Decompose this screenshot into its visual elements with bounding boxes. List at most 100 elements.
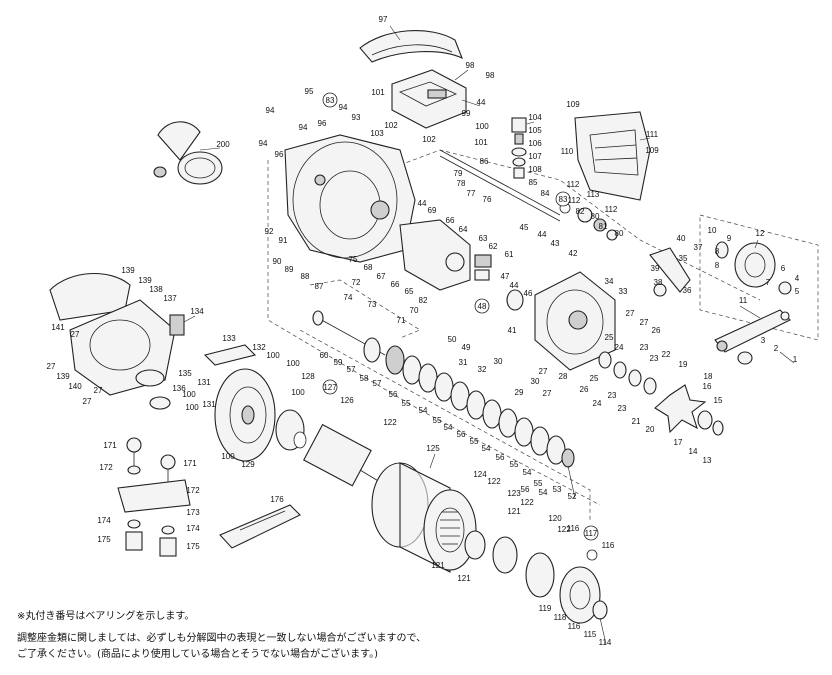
- bearing-marker: [583, 525, 599, 541]
- part-callout-65: 65: [405, 287, 414, 296]
- part-callout-22: 22: [662, 350, 671, 359]
- part-callout-139: 139: [121, 266, 135, 275]
- part-callout-115: 115: [584, 630, 597, 639]
- part-callout-17: 17: [674, 438, 683, 447]
- spool-part-125: [371, 462, 477, 573]
- part-callout-52: 52: [568, 492, 577, 501]
- part-callout-94: 94: [299, 123, 308, 132]
- star-drag-assembly: [598, 351, 724, 436]
- part-callout-96: 96: [318, 119, 327, 128]
- part-callout-3: 3: [761, 336, 766, 345]
- part-callout-66: 66: [391, 280, 400, 289]
- part-callout-46: 46: [524, 289, 533, 298]
- part-callout-102: 102: [422, 135, 436, 144]
- part-callout-76: 76: [483, 195, 492, 204]
- part-callout-42: 42: [569, 249, 578, 258]
- part-callout-172: 172: [186, 486, 200, 495]
- part-callout-140: 140: [68, 382, 82, 391]
- part-callout-53: 53: [553, 485, 562, 494]
- part-callout-109: 109: [645, 146, 659, 155]
- part-callout-110: 110: [561, 147, 574, 156]
- part-callout-27: 27: [543, 389, 552, 398]
- part-callout-175: 175: [186, 542, 200, 551]
- gear-set-80-85: [559, 202, 618, 241]
- part-callout-112: 112: [567, 180, 580, 189]
- spool-shaft-126-128: [275, 409, 381, 487]
- part-callout-68: 68: [364, 263, 373, 272]
- part-callout-71: 71: [397, 316, 406, 325]
- part-callout-96: 96: [275, 150, 284, 159]
- part-callout-94: 94: [266, 106, 275, 115]
- part-callout-63: 63: [479, 234, 488, 243]
- part-callout-55: 55: [470, 437, 479, 446]
- part-callout-100: 100: [291, 388, 305, 397]
- part-callout-27: 27: [94, 386, 103, 395]
- part-callout-125: 125: [426, 444, 440, 453]
- part-callout-57: 57: [347, 365, 356, 374]
- part-callout-25: 25: [590, 374, 599, 383]
- part-callout-80: 80: [591, 212, 600, 221]
- wrench-part-176: [219, 504, 301, 549]
- part-callout-116: 116: [568, 622, 581, 631]
- part-callout-56: 56: [496, 453, 505, 462]
- part-callout-23: 23: [608, 391, 617, 400]
- part-callout-128: 128: [301, 372, 315, 381]
- part-callout-135: 135: [178, 369, 192, 378]
- part-callout-36: 36: [683, 286, 692, 295]
- part-callout-174: 174: [186, 524, 200, 533]
- part-callout-28: 28: [559, 372, 568, 381]
- part-callout-85: 85: [529, 178, 538, 187]
- part-callout-81: 81: [599, 222, 608, 231]
- part-callout-45: 45: [520, 223, 529, 232]
- part-callout-56: 56: [457, 430, 466, 439]
- part-callout-79: 79: [454, 169, 463, 178]
- part-callout-62: 62: [489, 242, 498, 251]
- part-callout-82: 82: [419, 296, 428, 305]
- part-callout-101: 101: [474, 138, 488, 147]
- part-callout-8: 8: [715, 261, 720, 270]
- pinion-shaft-59-60: [312, 310, 386, 363]
- part-callout-41: 41: [508, 326, 517, 335]
- part-callout-112: 112: [605, 205, 618, 214]
- part-callout-98: 98: [486, 71, 495, 80]
- part-callout-55: 55: [433, 416, 442, 425]
- handle-knob-part-12: [715, 241, 792, 295]
- part-callout-124: 124: [473, 470, 487, 479]
- part-callout-55: 55: [510, 460, 519, 469]
- part-callout-18: 18: [704, 372, 713, 381]
- part-callout-5: 5: [795, 287, 800, 296]
- part-callout-133: 133: [222, 334, 236, 343]
- part-callout-23: 23: [640, 343, 649, 352]
- part-callout-55: 55: [534, 479, 543, 488]
- part-callout-121: 121: [507, 507, 521, 516]
- part-callout-27: 27: [640, 318, 649, 327]
- part-callout-136: 136: [172, 384, 186, 393]
- part-callout-16: 16: [703, 382, 712, 391]
- part-callout-54: 54: [539, 488, 548, 497]
- part-callout-83: 83: [559, 195, 568, 204]
- part-callout-91: 91: [279, 236, 288, 245]
- top-arm-part-97: [359, 30, 464, 63]
- part-callout-134: 134: [190, 307, 204, 316]
- part-callout-121: 121: [431, 561, 445, 570]
- part-callout-54: 54: [444, 423, 453, 432]
- part-callout-123: 123: [507, 489, 521, 498]
- part-callout-59: 59: [334, 358, 343, 367]
- part-callout-61: 61: [505, 250, 514, 259]
- part-callout-93: 93: [352, 113, 361, 122]
- part-callout-24: 24: [615, 343, 624, 352]
- part-callout-25: 25: [605, 333, 614, 342]
- part-callout-131: 131: [202, 400, 216, 409]
- part-callout-54: 54: [419, 406, 428, 415]
- part-callout-8: 8: [715, 247, 720, 256]
- part-callout-119: 119: [539, 604, 552, 613]
- part-callout-72: 72: [352, 278, 361, 287]
- part-callout-105: 105: [528, 126, 542, 135]
- part-callout-132: 132: [252, 343, 266, 352]
- drag-lever-35-40: [649, 247, 691, 297]
- part-callout-139: 139: [138, 276, 152, 285]
- part-callout-30: 30: [494, 357, 503, 366]
- part-callout-34: 34: [605, 277, 614, 286]
